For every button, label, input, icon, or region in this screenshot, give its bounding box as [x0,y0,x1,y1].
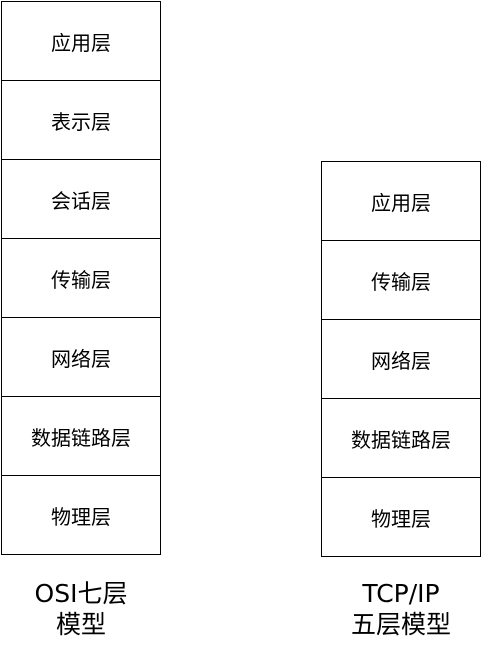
tcpip-model-caption: TCP/IP 五层模型 [321,578,481,640]
tcpip-layer-application: 应用层 [321,161,481,241]
osi-layer-presentation: 表示层 [1,80,161,160]
osi-layer-transport: 传输层 [1,238,161,318]
osi-model-caption: OSI七层 模型 [1,578,161,640]
osi-layer-data-link: 数据链路层 [1,396,161,476]
tcpip-caption-line1: TCP/IP [362,579,440,608]
osi-layer-network: 网络层 [1,317,161,397]
osi-layer-session: 会话层 [1,159,161,239]
tcpip-layer-stack: 应用层 传输层 网络层 数据链路层 物理层 [321,161,481,557]
osi-layer-application: 应用层 [1,1,161,81]
osi-caption-line1: OSI七层 [34,579,128,608]
tcpip-layer-network: 网络层 [321,319,481,399]
osi-caption-line2: 模型 [55,610,106,639]
tcpip-layer-physical: 物理层 [321,477,481,557]
osi-layer-stack: 应用层 表示层 会话层 传输层 网络层 数据链路层 物理层 [1,1,161,555]
tcpip-caption-line2: 五层模型 [350,610,451,639]
tcpip-layer-data-link: 数据链路层 [321,398,481,478]
tcpip-layer-transport: 传输层 [321,240,481,320]
osi-layer-physical: 物理层 [1,475,161,555]
